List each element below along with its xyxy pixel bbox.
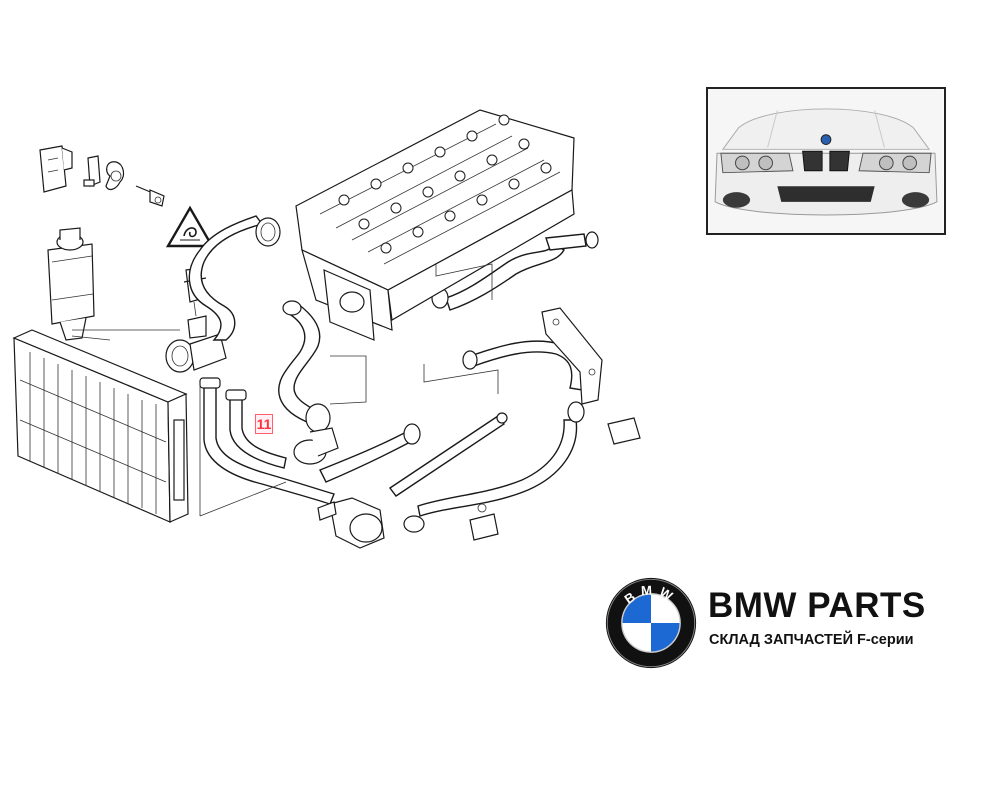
clamp-part [105,161,125,191]
bolt-part [135,185,165,207]
coolant-pipe-upper [431,231,599,311]
clip-part [83,155,101,187]
upper-radiator-hose [188,215,281,341]
bmw-logo-icon: BMW [605,577,697,669]
mounting-bracket [541,307,603,405]
bypass-hose [319,423,421,483]
leader-lines [71,263,499,517]
hose-clamp-right [469,417,641,541]
connecting-rod [388,412,508,497]
radiator-part [12,329,189,523]
callout-number-label: 11 [255,414,273,434]
car-front-image [709,89,943,233]
water-pump-part [317,497,385,549]
middle-hose [278,300,339,465]
engine-cylinder-head [295,109,575,341]
brand-title: BMW PARTS [708,586,926,625]
brand-subtitle: СКЛАД ЗАПЧАСТЕЙ F-серии [709,632,914,648]
lower-radiator-hose [199,377,335,505]
warning-triangle-icon [165,205,215,248]
thermostat-housing-part [165,315,227,373]
bracket-part [39,145,73,193]
heater-hose [403,340,585,533]
expansion-tank-part [47,227,95,341]
car-photo [706,87,946,235]
